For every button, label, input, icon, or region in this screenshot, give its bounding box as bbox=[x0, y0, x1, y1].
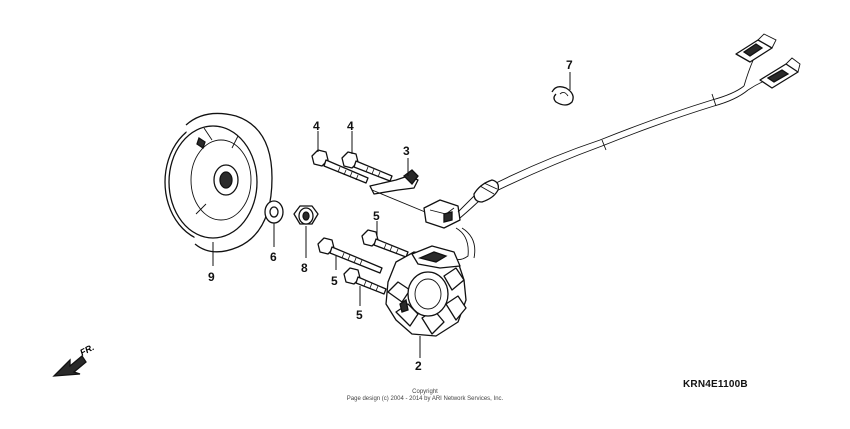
bolt-4-left[interactable] bbox=[311, 149, 369, 184]
flywheel[interactable] bbox=[164, 112, 273, 253]
pulser-coil-connector bbox=[423, 199, 461, 229]
harness-clip[interactable] bbox=[551, 86, 574, 106]
connector-lower bbox=[759, 57, 801, 89]
callout-washer: 6 bbox=[270, 250, 277, 264]
washer[interactable] bbox=[264, 200, 284, 224]
callout-flywheel: 9 bbox=[208, 270, 215, 284]
diagram-code: KRN4E1100B bbox=[683, 379, 748, 390]
wire-harness bbox=[451, 57, 773, 261]
copyright-heading: Copyright bbox=[412, 389, 438, 395]
leader-lines bbox=[212, 72, 571, 358]
callout-wire-clamp: 3 bbox=[403, 144, 410, 158]
copyright-notice: Page design (c) 2004 - 2014 by ARI Netwo… bbox=[346, 396, 504, 402]
callout-stator-bolt-b: 5 bbox=[331, 274, 338, 288]
callout-stator-bolt-a: 5 bbox=[373, 209, 380, 223]
flywheel-nut[interactable] bbox=[293, 205, 319, 225]
connector-upper bbox=[735, 33, 777, 63]
callout-stator: 2 bbox=[415, 359, 422, 373]
callout-bolt-top-right: 4 bbox=[347, 119, 354, 133]
stator-bolt-c[interactable] bbox=[343, 267, 387, 295]
callout-stator-bolt-c: 5 bbox=[356, 308, 363, 322]
stator-bolt-b[interactable] bbox=[317, 237, 383, 274]
callout-nut: 8 bbox=[301, 261, 308, 275]
callout-clip: 7 bbox=[566, 58, 573, 72]
stator-bolt-a[interactable] bbox=[361, 229, 409, 258]
front-direction-arrow: FR. bbox=[52, 342, 96, 377]
stator[interactable] bbox=[385, 245, 467, 337]
callout-bolt-top-left: 4 bbox=[313, 119, 320, 133]
direction-label: FR. bbox=[78, 342, 95, 358]
